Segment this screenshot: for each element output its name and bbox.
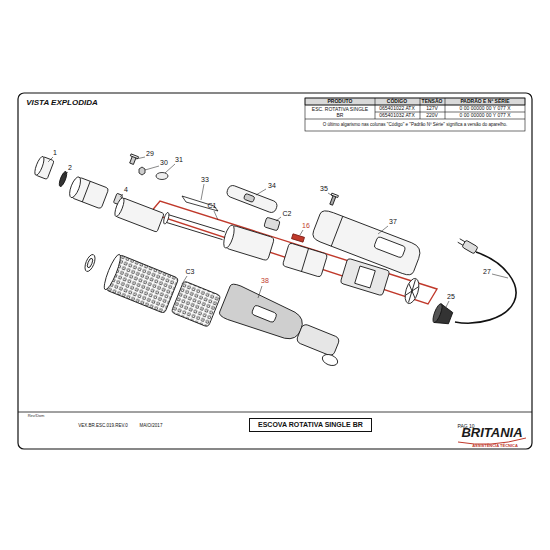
callout-number: 35 [320, 185, 328, 193]
table-note: O último algarismo nas colunas "Código" … [308, 123, 522, 128]
document-date: MAIO/2017 [140, 424, 163, 429]
table-header: TENSÃO [422, 99, 443, 105]
callout-number: 1 [53, 149, 57, 157]
callout-number: C1 [208, 202, 217, 210]
table-cell: 065401032 ATX [379, 113, 415, 119]
callout-number: 30 [160, 159, 168, 167]
table-cell: 0 00 00000 00 Y 077 X [460, 106, 511, 112]
table-cell: 0 00 00000 00 Y 077 X [460, 113, 511, 119]
table-cell: 065401022 ATX [379, 106, 415, 112]
brand-subtitle: ASSISTÊNCIA TÉCNICA [472, 444, 518, 448]
callout-number: C3 [186, 268, 195, 276]
table-cell: 127V [426, 106, 438, 112]
table-cell: ESC. ROTATIVA SINGLE BR [308, 107, 372, 118]
page-frame [18, 93, 532, 449]
leader-lines [48, 157, 508, 307]
table-header: PADRÃO E Nº SÉRIE [460, 99, 509, 105]
callout-number: 16 [302, 222, 310, 230]
callout-number: 33 [201, 176, 209, 184]
callout-number: 25 [447, 293, 455, 301]
callout-number: 4 [124, 186, 128, 194]
callout-number: 2 [68, 164, 72, 172]
callout-number: 31 [175, 156, 183, 164]
callout-number: 34 [268, 182, 276, 190]
callout-number: 29 [146, 150, 154, 158]
title-box: ESCOVA ROTATIVA SINGLE BR [249, 418, 372, 432]
table-header: PRODUTO [328, 99, 353, 105]
table-cell: 220V [426, 113, 438, 119]
callout-number: C2 [283, 210, 292, 218]
revision-note: Rev/Dom [28, 414, 45, 418]
document-code: VEX.BR.ESC.019.REV.0 [78, 424, 128, 429]
diagram-title: VISTA EXPLODIDA [26, 99, 98, 108]
callout-number: 38 [261, 277, 269, 285]
table-header: CÓDIGO [387, 99, 407, 105]
product-table [305, 98, 525, 131]
brand-logo: BRITANIA [461, 426, 522, 440]
parts [33, 154, 516, 368]
callout-number: 27 [483, 268, 491, 276]
title-text: ESCOVA ROTATIVA SINGLE BR [258, 421, 363, 428]
callout-number: 37 [389, 218, 397, 226]
